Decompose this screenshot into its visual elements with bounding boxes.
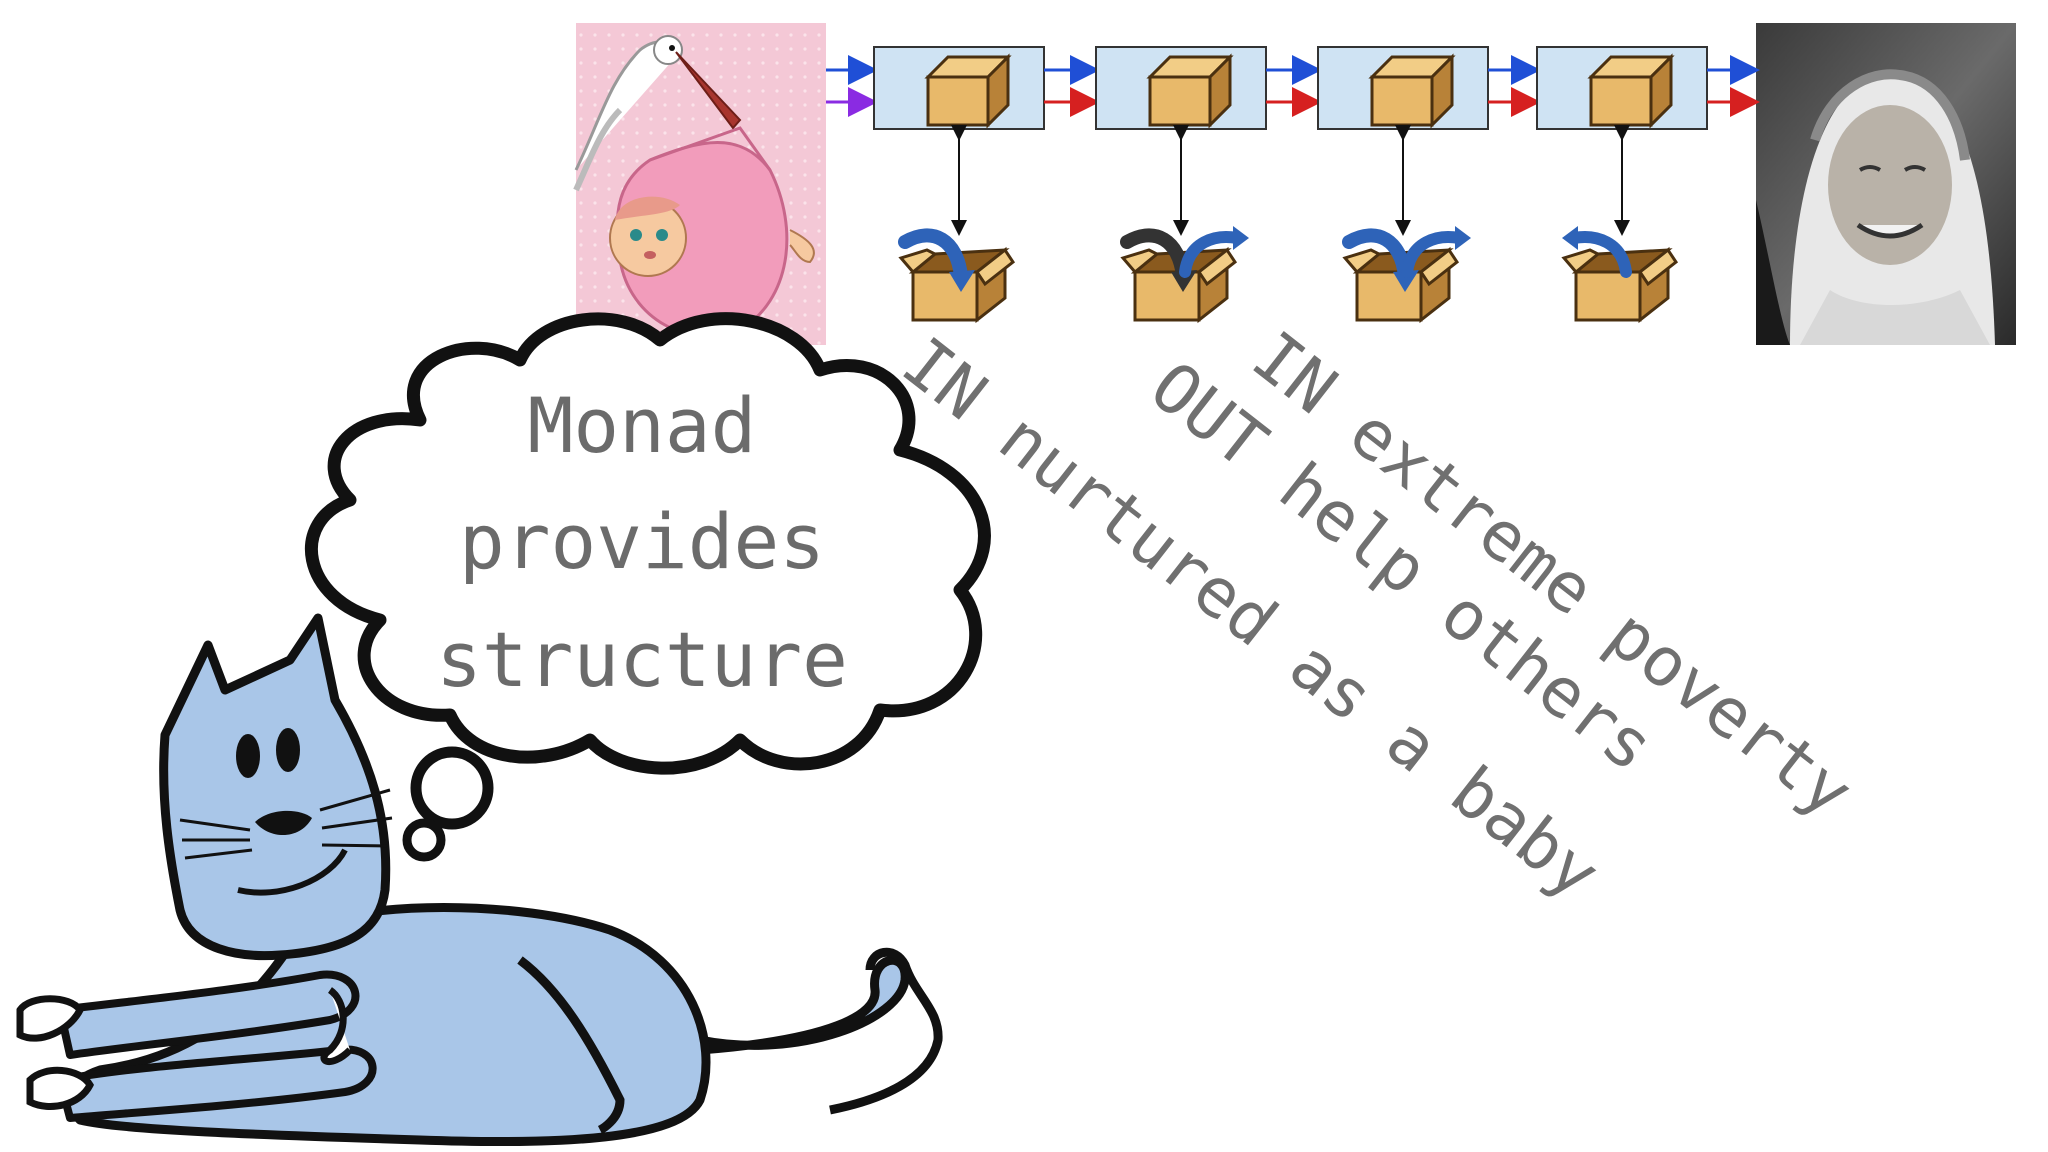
closed-box-icon (926, 55, 1010, 127)
thought-line-2: provides (459, 497, 825, 586)
thought-cloud: Monad provides structure (304, 312, 991, 862)
curved-arrow-in (898, 228, 968, 283)
annotation-in-poverty: IN extreme poverty (1238, 317, 1867, 833)
curved-arrow-out (1401, 231, 1465, 278)
curved-arrow-out (1179, 231, 1243, 278)
portrait-photo (1756, 23, 2016, 345)
pipeline-stage (1095, 46, 1322, 322)
curved-arrow-out-head (1233, 226, 1249, 250)
curved-arrow-out (1568, 231, 1632, 278)
closed-box-icon (1589, 55, 1673, 127)
closed-box-icon (1370, 55, 1454, 127)
pipeline-stage (1536, 46, 1760, 322)
pipeline-stage (1317, 46, 1541, 322)
pipeline-diagram (826, 46, 1760, 322)
cat-illustration (16, 613, 943, 1147)
curved-arrow-out-head (1562, 226, 1578, 250)
curved-arrow-in-head (1393, 270, 1419, 292)
thought-line-3: structure (436, 615, 848, 704)
pipeline-stage (873, 46, 1100, 322)
curved-arrow-in-head (949, 270, 975, 292)
thought-line-1: Monad (528, 381, 757, 470)
curved-arrow-out-head (1455, 226, 1471, 250)
closed-box-icon (1148, 55, 1232, 127)
curved-arrow-in-head (1171, 270, 1197, 292)
stork-baby-image (573, 23, 826, 345)
